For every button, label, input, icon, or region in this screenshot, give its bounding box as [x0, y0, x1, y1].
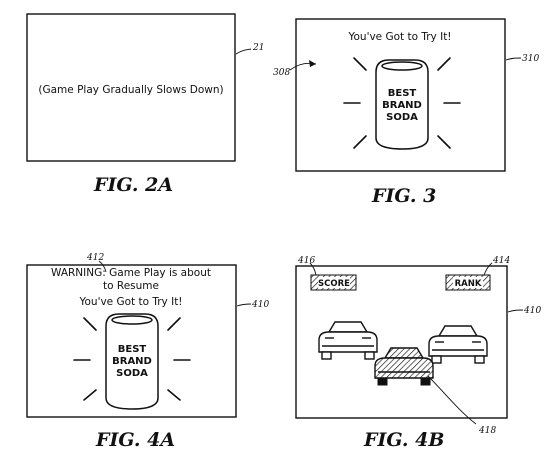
- fig-3-can-line-1: BEST: [388, 88, 417, 99]
- fig-4a-caption: FIG. 4A: [95, 429, 175, 451]
- fig-3: You've Got to Try It! BEST BRAND SODA 30…: [273, 18, 539, 207]
- fig-4b-car-player: [374, 347, 434, 386]
- fig-4b-screen-ref-number: 410: [523, 306, 541, 316]
- fig-4a: 412 WARNING: Game Play is about to Resum…: [26, 253, 269, 451]
- fig-2a-ref-number: 21: [252, 43, 264, 53]
- fig-3-can-arrowhead: [309, 60, 316, 67]
- fig-3-can-line-3: SODA: [386, 112, 418, 123]
- fig-4b-score-leader: [309, 262, 317, 276]
- fig-4a-can-line-2: BRAND: [112, 356, 152, 367]
- fig-4a-screen-ref-number: 410: [251, 300, 269, 310]
- fig-2a: (Game Play Gradually Slows Down) 21 FIG.…: [26, 13, 264, 196]
- fig-2a-screen: [26, 13, 236, 162]
- fig-2a-leader: [235, 48, 252, 55]
- fig-2a-screen-text: (Game Play Gradually Slows Down): [38, 84, 223, 96]
- fig-4a-can-line-1: BEST: [118, 344, 147, 355]
- fig-4a-warning-line-1: WARNING: Game Play is about: [51, 267, 211, 279]
- fig-4b-screen-leader: [507, 309, 524, 313]
- fig-3-can-line-2: BRAND: [382, 100, 422, 111]
- fig-3-can-rays: [343, 57, 461, 149]
- fig-4b-caption: FIG. 4B: [363, 429, 444, 451]
- fig-4a-warning-line-2: to Resume: [103, 280, 159, 292]
- fig-4b-rank-leader: [483, 262, 493, 276]
- fig-4b-score-box: SCORE: [310, 274, 357, 291]
- fig-4a-headline: You've Got to Try It!: [78, 296, 182, 308]
- fig-4b-score-ref-number: 416: [297, 256, 315, 266]
- fig-3-caption: FIG. 3: [371, 185, 436, 207]
- fig-4b-rank-box: RANK: [445, 274, 491, 291]
- fig-4b: SCORE 416 RANK 414: [295, 256, 541, 451]
- fig-4a-soda-can: BEST BRAND SODA: [105, 313, 159, 410]
- fig-4b-car-ref-number: 418: [478, 426, 496, 436]
- fig-3-headline: You've Got to Try It!: [347, 31, 451, 43]
- fig-4b-score-label: SCORE: [318, 279, 350, 289]
- fig-3-soda-can: BEST BRAND SODA: [375, 59, 429, 150]
- fig-2a-caption: FIG. 2A: [93, 174, 173, 196]
- fig-3-can-ref-number: 308: [273, 68, 290, 78]
- fig-4b-car-left: [318, 321, 378, 360]
- fig-3-screen-leader: [505, 57, 522, 61]
- fig-3-screen-ref-number: 310: [522, 54, 539, 64]
- fig-4a-can-line-3: SODA: [116, 368, 148, 379]
- fig-4b-car-leader: [427, 375, 477, 425]
- fig-4a-screen-leader: [236, 303, 252, 307]
- fig-4a-warning-leader: [98, 260, 107, 273]
- fig-4a-can-rays: [73, 317, 191, 401]
- fig-4b-car-right: [428, 325, 488, 364]
- fig-4b-rank-ref-number: 414: [492, 256, 510, 266]
- fig-4a-warning-ref-number: 412: [86, 253, 104, 263]
- fig-4b-rank-label: RANK: [455, 279, 482, 289]
